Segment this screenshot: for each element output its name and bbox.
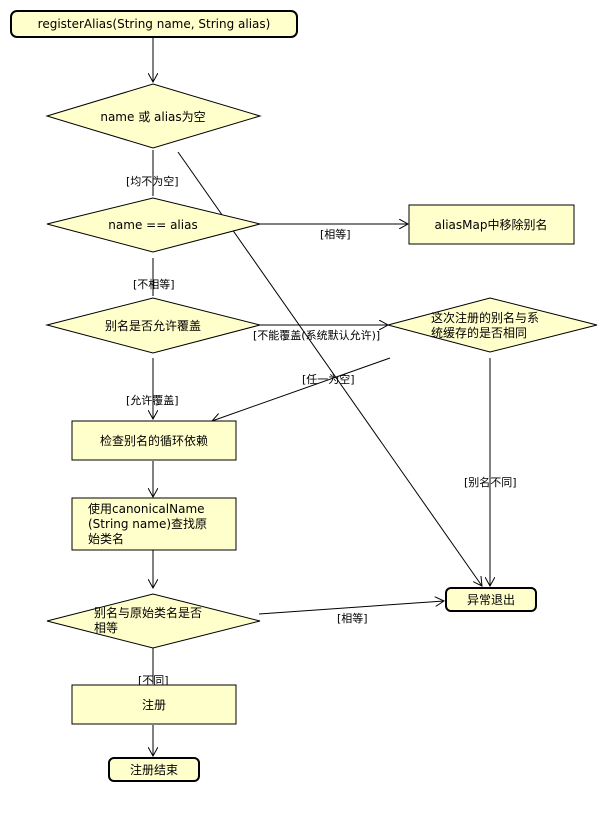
label-allow-override: [允许覆盖] xyxy=(126,393,179,407)
decision-alias-eq-line1: 别名与原始类名是否 xyxy=(94,605,202,620)
label-different: [不同] xyxy=(138,674,169,687)
node-start: registerAlias(String name, String alias) xyxy=(10,10,298,38)
decision-equal-text: name == alias xyxy=(108,218,197,232)
label-cannot-override: [不能覆盖(系统默认允许)] xyxy=(253,328,380,342)
decision-name-or-alias-empty: name 或 alias为空 xyxy=(45,83,262,149)
decision-alias-eq-line2: 相等 xyxy=(94,621,118,635)
label-equal-exit: [相等] xyxy=(337,611,368,625)
label-equal-remove: [相等] xyxy=(320,227,351,241)
process-canonical-name: 使用canonicalName (String name)查找原 始类名 xyxy=(71,497,237,551)
node-exception-exit: 异常退出 xyxy=(445,587,537,612)
label-both-not-empty: [均不为空] xyxy=(126,174,179,188)
decision-alias-equals-original: 别名与原始类名是否 相等 xyxy=(46,593,261,649)
process-canonical-line2: (String name)查找原 xyxy=(88,517,207,531)
node-start-text: registerAlias(String name, String alias) xyxy=(38,17,271,31)
process-remove-alias-text: aliasMap中移除别名 xyxy=(435,217,548,232)
process-register-text: 注册 xyxy=(142,697,166,712)
node-exception-exit-text: 异常退出 xyxy=(467,593,515,607)
decision-name-equals-alias: name == alias xyxy=(46,197,261,253)
process-canonical-line3: 始类名 xyxy=(88,531,124,546)
decision-empty-text: name 或 alias为空 xyxy=(100,110,205,124)
process-canonical-line1: 使用canonicalName xyxy=(88,501,205,516)
label-alias-different: [别名不同] xyxy=(464,475,517,489)
process-register: 注册 xyxy=(71,684,237,725)
node-end-text: 注册结束 xyxy=(130,762,178,777)
process-check-circular: 检查别名的循环依赖 xyxy=(71,420,237,461)
decision-override-text: 别名是否允许覆盖 xyxy=(105,318,201,333)
process-check-circular-text: 检查别名的循环依赖 xyxy=(100,433,208,448)
decision-allow-override: 别名是否允许覆盖 xyxy=(45,297,261,354)
process-remove-alias: aliasMap中移除别名 xyxy=(408,204,575,245)
edge-labels: [均不为空] [相等] [不相等] [不能覆盖(系统默认允许)] [任一为空] … xyxy=(126,174,517,687)
label-not-equal: [不相等] xyxy=(133,277,175,291)
edge-samecached-to-circular xyxy=(212,357,391,421)
edges xyxy=(153,38,490,756)
edge-aliaseq-to-exception xyxy=(258,601,444,615)
decision-same-cached-line1: 这次注册的别名与系 xyxy=(431,310,539,325)
node-end: 注册结束 xyxy=(108,757,200,782)
decision-same-cached-line2: 统缓存的是否相同 xyxy=(431,325,527,340)
label-either-empty: [任一为空] xyxy=(302,372,355,386)
decision-same-as-cached: 这次注册的别名与系 统缓存的是否相同 xyxy=(386,297,598,353)
